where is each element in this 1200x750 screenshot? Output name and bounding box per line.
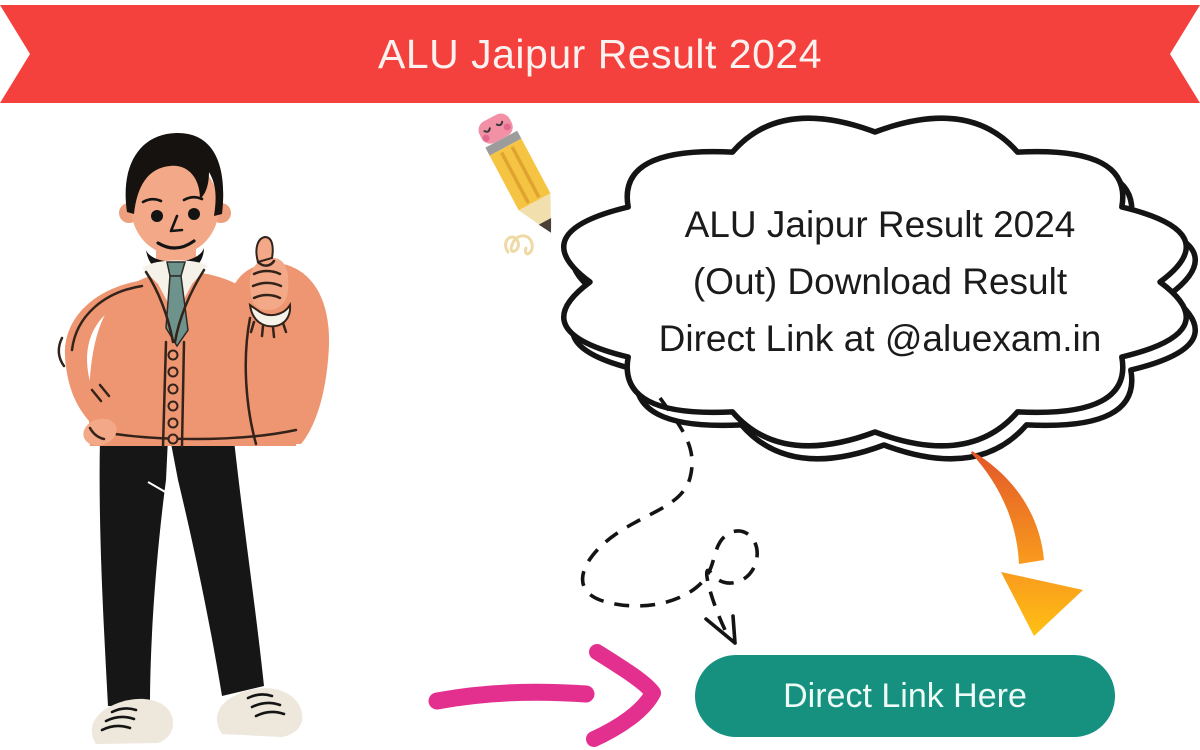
bubble-line-2: (Out) Download Result — [692, 261, 1068, 302]
person-thumbs-up-illustration — [57, 132, 330, 744]
bubble-line-1: ALU Jaipur Result 2024 — [684, 204, 1076, 245]
page-title: ALU Jaipur Result 2024 — [377, 30, 823, 77]
cloud-speech-bubble — [561, 115, 1198, 462]
dashed-squiggle-arrow-down — [580, 396, 759, 645]
cardigan-buttons — [167, 349, 179, 445]
direct-link-button-label: Direct Link Here — [783, 676, 1027, 715]
speech-bubble-text: ALU Jaipur Result 2024 (Out) Download Re… — [595, 196, 1165, 367]
eye — [188, 208, 200, 220]
pencil-with-smiley-face-icon — [478, 113, 552, 256]
direct-link-button[interactable]: Direct Link Here — [695, 655, 1115, 737]
bubble-line-3: Direct Link at @aluexam.in — [658, 318, 1102, 359]
pink-right-arrow — [428, 644, 661, 747]
orange-curved-arrow-down — [971, 451, 1083, 636]
eye — [151, 210, 163, 222]
title-ribbon: ALU Jaipur Result 2024 — [0, 5, 1200, 103]
